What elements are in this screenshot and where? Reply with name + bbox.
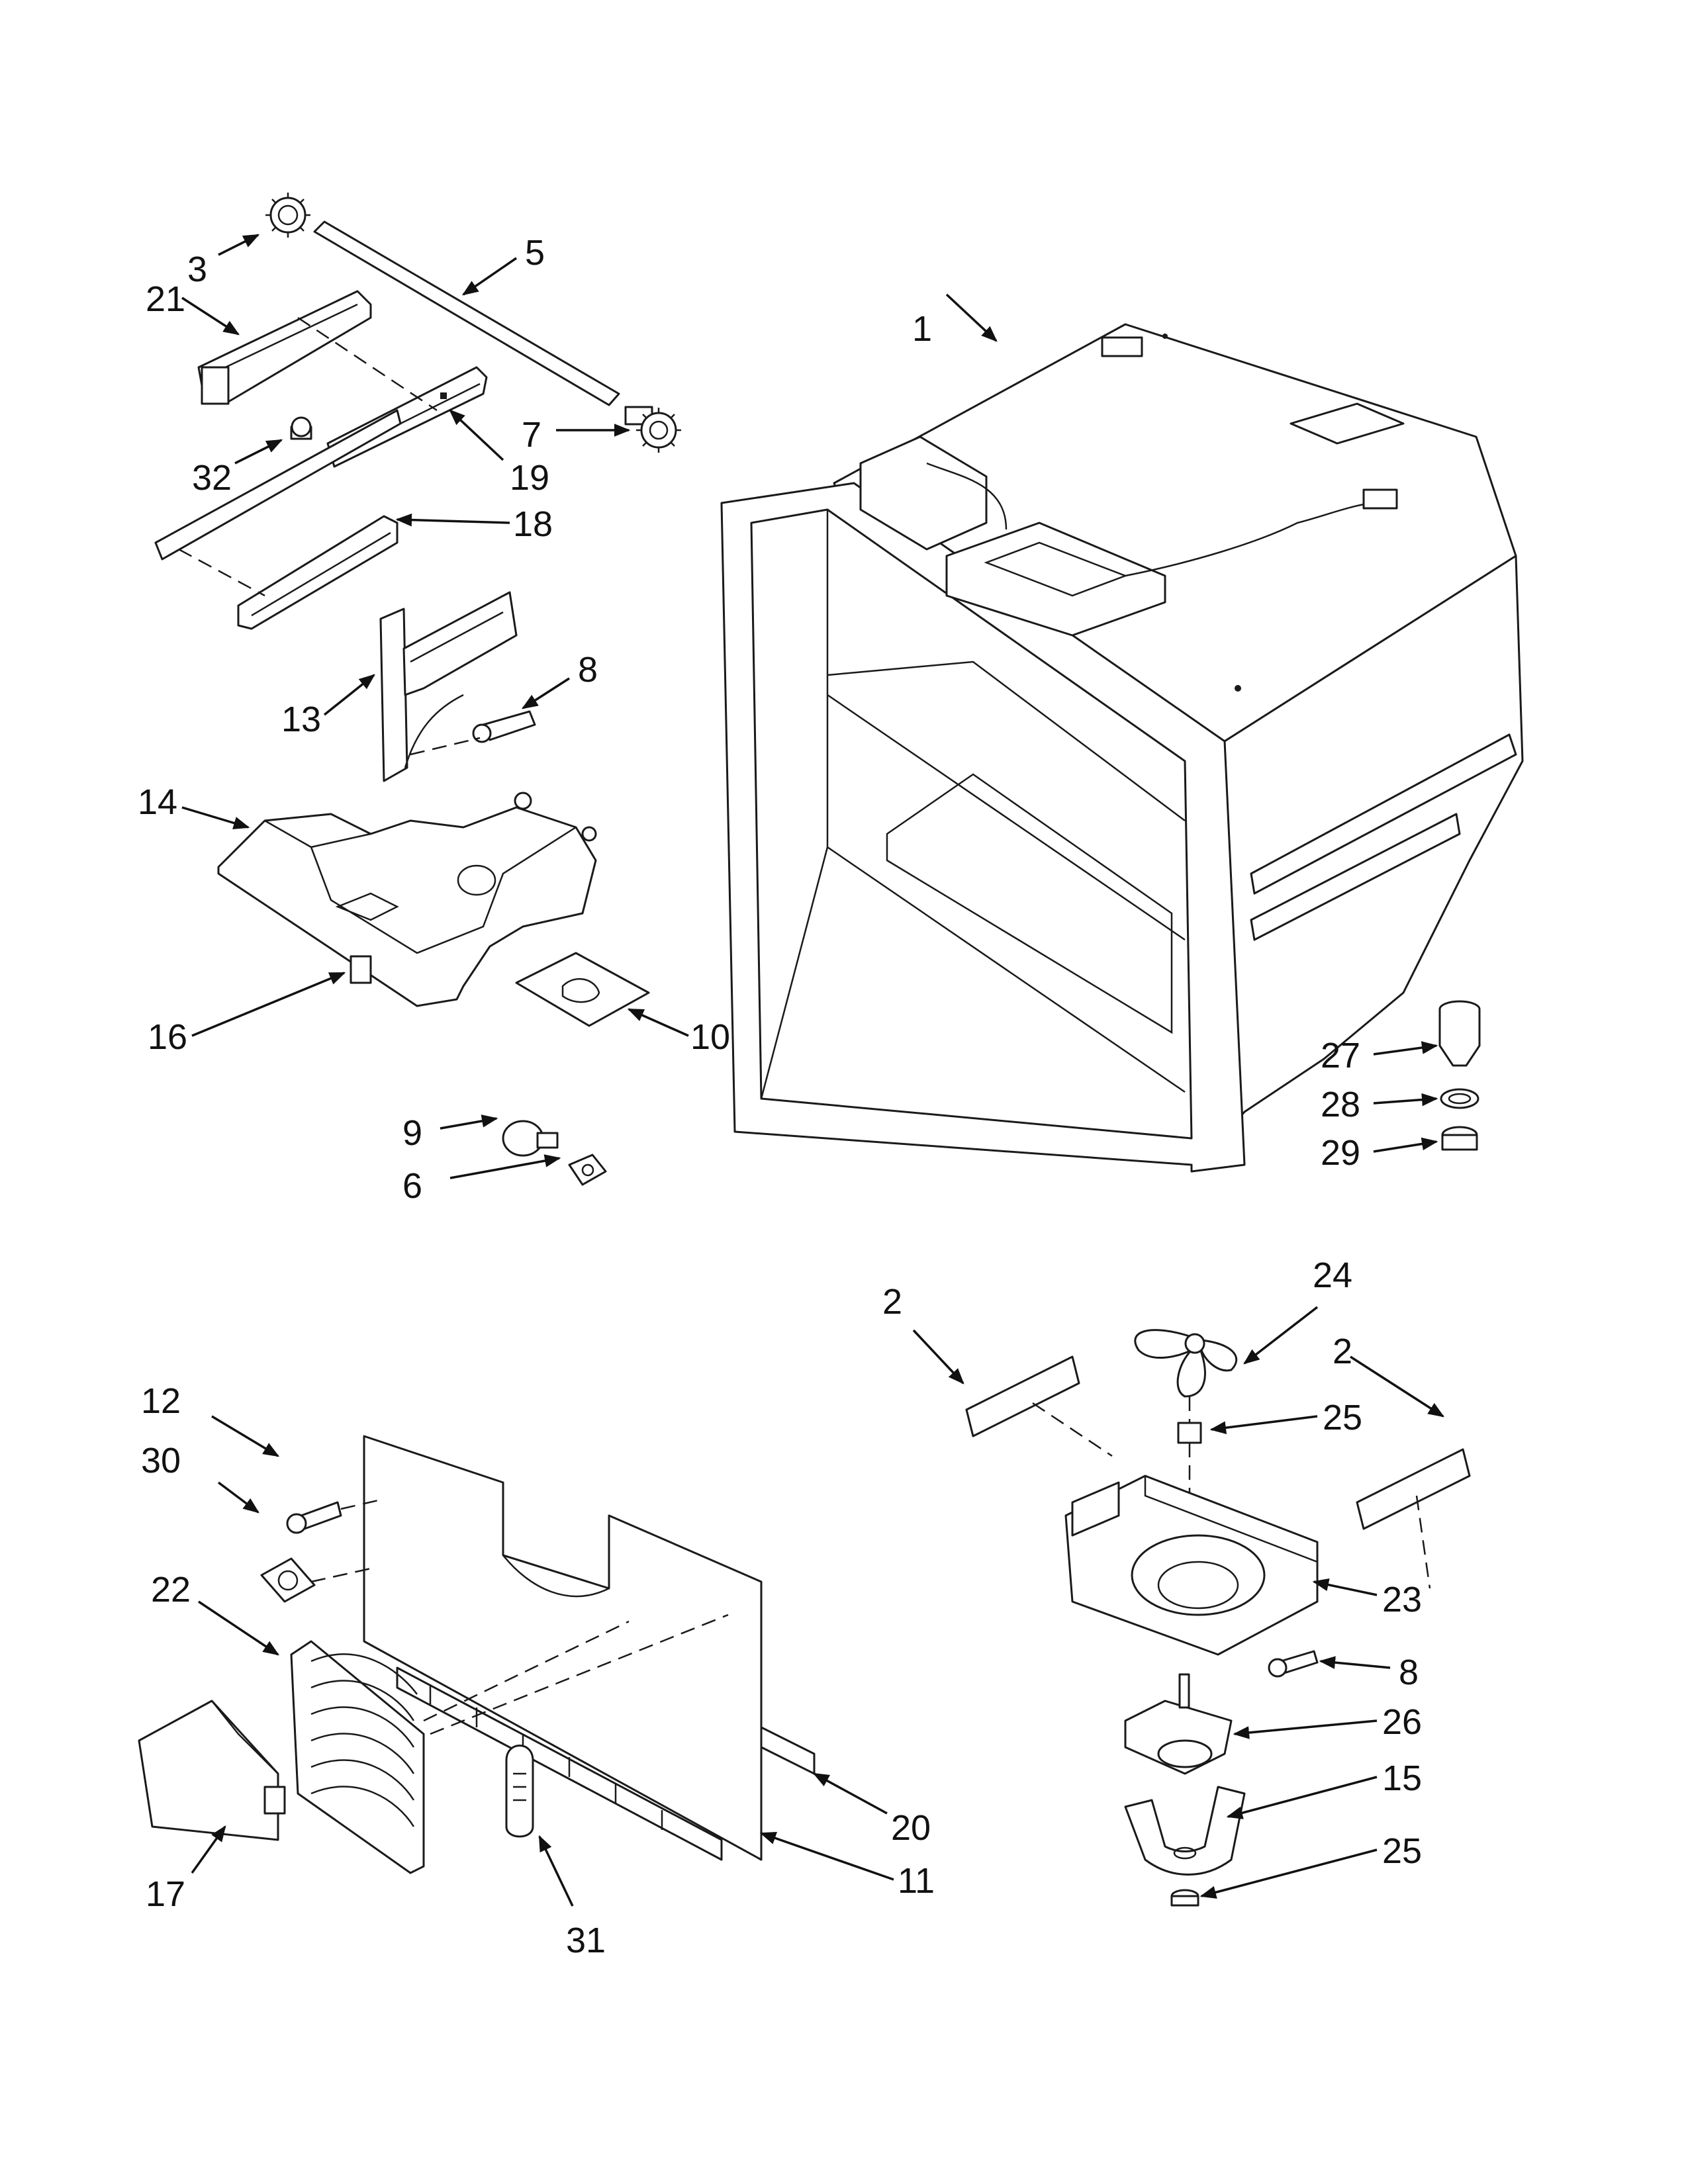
callout-labels: 1 2 2 3 5 6 7 8 8 9 10 11 12 13 14 15 16… — [138, 233, 1422, 1960]
part-21-slide-end-cap — [197, 290, 372, 405]
part-31-latch — [505, 1745, 534, 1838]
part-2-right-pad — [1356, 1448, 1471, 1530]
callout-16: 16 — [148, 1017, 187, 1057]
callout-25: 25 — [1382, 1831, 1422, 1871]
callout-20: 20 — [891, 1808, 931, 1848]
part-32-screw — [290, 416, 312, 440]
part-18-slide-rail — [154, 409, 402, 630]
part-1-freezer-liner — [720, 323, 1524, 1173]
callout-30: 30 — [141, 1441, 181, 1480]
callout-22: 22 — [151, 1570, 191, 1610]
part-28-washer — [1440, 1088, 1479, 1109]
part-23-fan-shroud — [1064, 1475, 1319, 1656]
leader-lines — [181, 234, 1445, 1907]
callout-17: 17 — [146, 1874, 185, 1914]
callout-29: 29 — [1321, 1133, 1360, 1173]
part-25-grommet-lower — [1170, 1889, 1199, 1907]
part-25-grommet-upper — [1177, 1422, 1202, 1444]
part-12-screw — [286, 1501, 342, 1534]
callout-27: 27 — [1321, 1036, 1360, 1075]
part-9-bulb — [502, 1120, 559, 1157]
part-11-panel — [363, 1435, 763, 1861]
part-5-shaft — [313, 220, 620, 406]
part-3-gear — [265, 193, 310, 238]
callout-28: 28 — [1321, 1085, 1360, 1124]
callout-2: 2 — [1333, 1332, 1352, 1371]
part-17-cover — [138, 1700, 286, 1841]
callout-8: 8 — [1399, 1653, 1419, 1692]
part-27-cup — [1438, 1000, 1481, 1067]
callout-12: 12 — [141, 1381, 181, 1421]
part-24-fan-blade — [1134, 1329, 1238, 1398]
part-8-screw-upper — [472, 710, 536, 743]
callout-11: 11 — [898, 1861, 935, 1901]
part-13-bracket — [379, 591, 518, 782]
callout-5: 5 — [525, 233, 545, 273]
part-2-left-pad — [965, 1355, 1080, 1437]
callout-7: 7 — [522, 415, 541, 455]
part-29-cap — [1441, 1126, 1478, 1151]
part-26-fan-motor — [1124, 1673, 1233, 1775]
callout-3: 3 — [187, 250, 207, 289]
part-14-housing — [217, 792, 597, 1007]
callout-2: 2 — [882, 1282, 902, 1322]
callout-18: 18 — [513, 504, 553, 544]
callout-32: 32 — [192, 458, 232, 498]
part-15-motor-bracket — [1124, 1786, 1246, 1876]
callout-14: 14 — [138, 782, 177, 822]
part-16-switch — [350, 955, 372, 984]
callout-24: 24 — [1313, 1255, 1352, 1295]
callout-10: 10 — [690, 1017, 730, 1057]
part-6-socket — [568, 1154, 607, 1186]
callout-6: 6 — [402, 1166, 422, 1206]
callout-13: 13 — [281, 700, 321, 739]
callout-21: 21 — [146, 279, 185, 319]
callout-19: 19 — [510, 458, 549, 498]
part-20-strip — [760, 1726, 816, 1775]
callout-25: 25 — [1323, 1398, 1362, 1437]
callout-26: 26 — [1382, 1702, 1422, 1742]
part-7-gear — [624, 406, 681, 453]
callout-9: 9 — [402, 1113, 422, 1153]
part-22-grille — [290, 1640, 425, 1874]
callout-1: 1 — [912, 309, 932, 349]
part-8-screw-lower — [1268, 1650, 1319, 1678]
callout-15: 15 — [1382, 1758, 1422, 1798]
callout-31: 31 — [566, 1921, 606, 1960]
part-10-label — [515, 952, 650, 1027]
callout-23: 23 — [1382, 1580, 1422, 1619]
callout-8: 8 — [578, 650, 598, 690]
part-30-fan-motor — [260, 1557, 316, 1603]
